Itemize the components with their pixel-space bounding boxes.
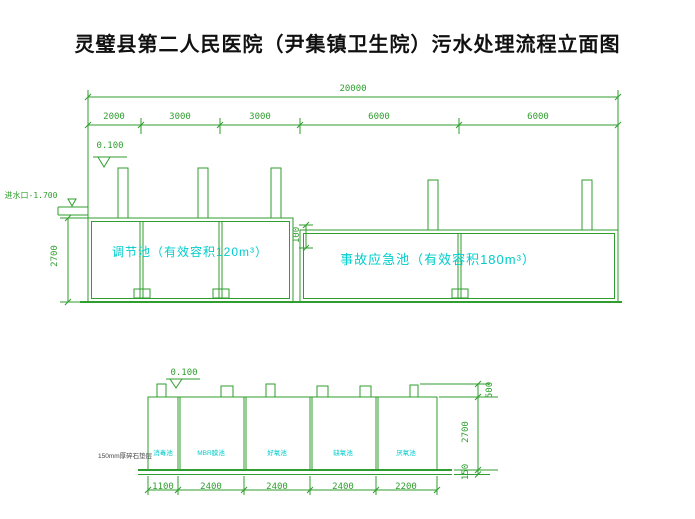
lower-level-label: 0.100 bbox=[170, 368, 198, 378]
inlet-pipe bbox=[57, 198, 88, 216]
lower-height-dim-1: 2700 bbox=[461, 421, 471, 443]
lower-bottom-dim bbox=[144, 476, 441, 495]
drawing-title: 灵璧县第二人民医院（尹集镇卫生院）污水处理流程立面图 bbox=[74, 34, 621, 56]
foundation-lines bbox=[138, 469, 452, 475]
upper-dimension-lines bbox=[84, 90, 622, 230]
upper-height-dim: 2700 bbox=[50, 245, 60, 267]
upper-seg-dim-2: 3000 bbox=[249, 112, 271, 122]
lower-bottom-dim-3: 2400 bbox=[332, 482, 354, 492]
upper-seg-dim-4: 6000 bbox=[527, 112, 549, 122]
upper-level-label: 0.100 bbox=[96, 141, 124, 151]
lower-height-dim-0: 500 bbox=[485, 381, 495, 399]
base-layer-note: 150mm厚碎石垫层 bbox=[98, 453, 153, 460]
chamber-label-2: 好氧池 bbox=[267, 450, 287, 457]
upper-seg-dim-0: 2000 bbox=[103, 112, 125, 122]
regulating-tank bbox=[87, 167, 294, 303]
emergency-tank-label: 事故应急池（有效容积180m³） bbox=[340, 252, 536, 267]
upper-level-marker bbox=[93, 156, 127, 168]
lower-bottom-dim-0: 1100 bbox=[152, 482, 174, 492]
lower-height-dim-2: 150 bbox=[461, 463, 471, 481]
chamber-label-3: 缺氧池 bbox=[333, 450, 353, 457]
upper-mid-dim bbox=[299, 221, 313, 252]
emergency-tank bbox=[299, 179, 619, 303]
lower-bottom-dim-4: 2200 bbox=[395, 482, 417, 492]
upper-mid-dim-label: 100 bbox=[292, 226, 302, 244]
lower-right-dim bbox=[420, 380, 498, 478]
chamber-label-4: 厌氧池 bbox=[396, 450, 416, 457]
chamber-label-0: 消毒池 bbox=[153, 450, 173, 457]
inlet-label: 进水口-1.700 bbox=[4, 191, 58, 200]
chamber-label-1: MBR膜池 bbox=[197, 450, 225, 457]
lower-bottom-dim-2: 2400 bbox=[266, 482, 288, 492]
regulating-tank-label: 调节池（有效容积120m³） bbox=[111, 245, 268, 259]
upper-left-dim bbox=[60, 214, 88, 306]
lower-bottom-dim-1: 2400 bbox=[200, 482, 222, 492]
lower-level-marker bbox=[166, 378, 200, 389]
upper-seg-dim-3: 6000 bbox=[368, 112, 390, 122]
equipment-structure bbox=[147, 383, 438, 471]
upper-seg-dim-1: 3000 bbox=[169, 112, 191, 122]
upper-overall-dim: 20000 bbox=[339, 84, 367, 94]
